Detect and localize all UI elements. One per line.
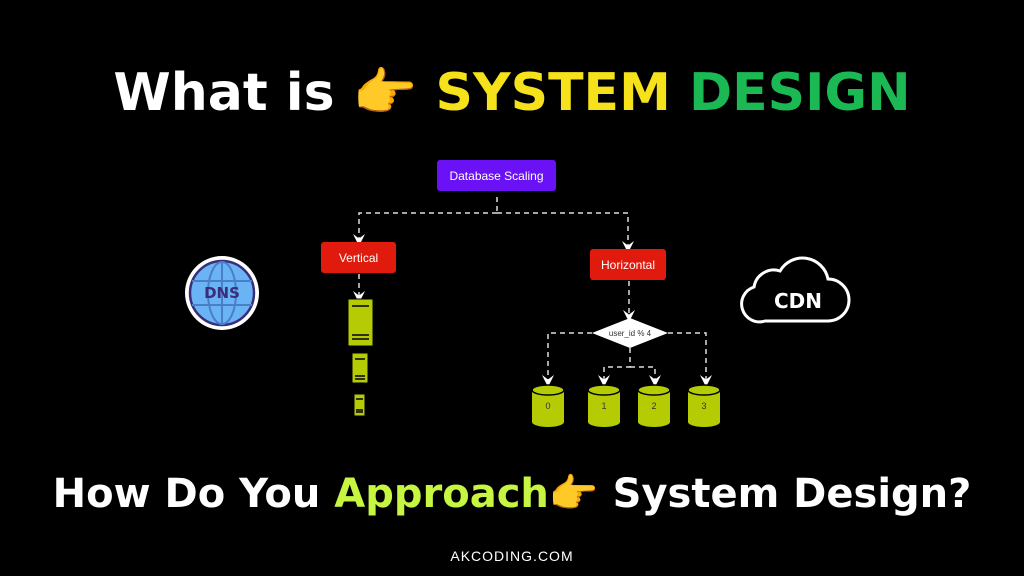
footer-site: AKCODING.COM xyxy=(450,548,574,564)
connector xyxy=(598,348,631,387)
subtitle-prefix: How Do You xyxy=(52,471,335,517)
node-horizontal: Horizontal xyxy=(590,249,666,280)
pointing-hand-icon: 👉 xyxy=(352,63,418,123)
title-design: DESIGN xyxy=(688,63,911,123)
shard-label: 2 xyxy=(651,401,657,411)
shard-label: 1 xyxy=(601,401,607,411)
database-cylinder-icon xyxy=(637,384,671,427)
subtitle-approach: Approach xyxy=(334,471,549,517)
server-small-icon xyxy=(353,393,366,417)
cdn-label: CDN xyxy=(773,289,823,313)
server-large-icon xyxy=(347,298,374,347)
subtitle: How Do You Approach👉 System Design? xyxy=(0,470,1024,517)
decision-diamond xyxy=(592,318,668,348)
dns-globe-icon xyxy=(185,256,259,330)
shard-label: 0 xyxy=(545,401,551,411)
database-cylinder-icon xyxy=(587,384,621,427)
cdn-cloud-icon xyxy=(740,256,851,324)
connector xyxy=(497,212,634,253)
shard-label: 3 xyxy=(701,401,707,411)
connector xyxy=(668,332,712,387)
connector xyxy=(542,332,592,387)
decision-label: user_id % 4 xyxy=(608,328,652,338)
database-cylinder-icon xyxy=(531,384,565,427)
pointing-hand-icon: 👉 xyxy=(548,471,599,517)
dns-label: DNS xyxy=(204,284,240,302)
main-title: What is 👉 SYSTEM DESIGN xyxy=(0,62,1024,123)
node-database-scaling: Database Scaling xyxy=(437,160,556,191)
node-vertical: Vertical xyxy=(321,242,396,273)
subtitle-suffix: System Design? xyxy=(598,471,972,517)
title-system: SYSTEM xyxy=(435,63,671,123)
connector xyxy=(630,366,661,387)
title-prefix: What is xyxy=(113,63,353,123)
connector xyxy=(353,212,497,246)
database-cylinder-icon xyxy=(687,384,721,427)
